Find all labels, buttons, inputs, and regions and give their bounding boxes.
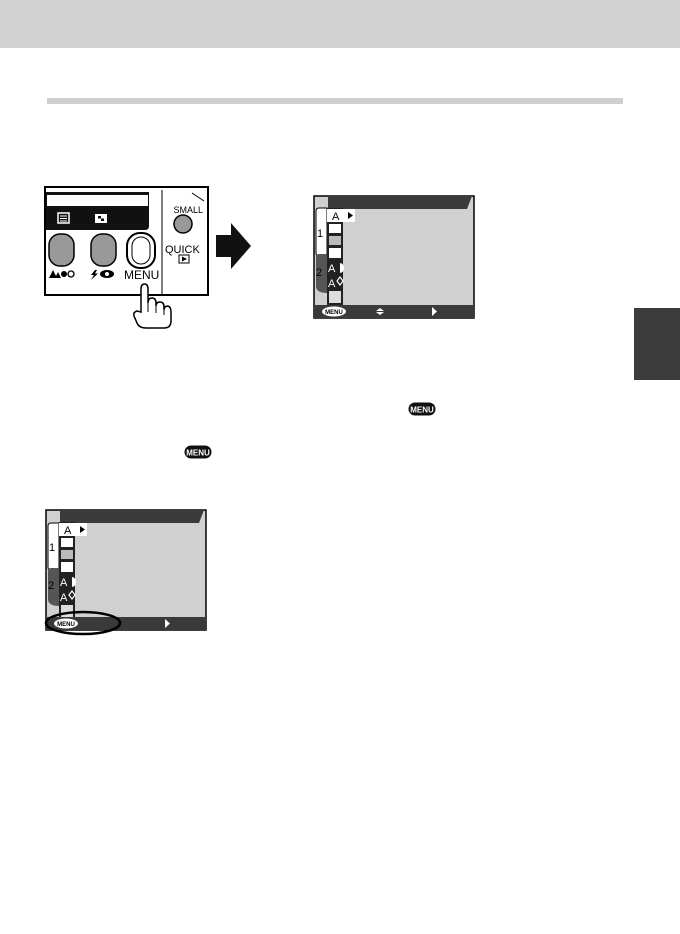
menu-inline-icon-2: MENU bbox=[184, 445, 212, 459]
section-rule bbox=[47, 98, 623, 104]
row-ao1-label: A bbox=[60, 577, 68, 589]
mode-button[interactable] bbox=[49, 234, 74, 266]
stripe-icon bbox=[329, 291, 341, 303]
row-a-label: A bbox=[332, 211, 340, 223]
svg-text:MENU: MENU bbox=[186, 449, 210, 458]
tab-2-label: 2 bbox=[316, 267, 322, 279]
menu-inline-icon-1: MENU bbox=[408, 402, 436, 416]
footer-menu-label: MENU bbox=[325, 310, 343, 316]
metering-icon bbox=[61, 538, 73, 547]
row-ao2-label: A bbox=[328, 278, 336, 290]
tab-1-label: 1 bbox=[317, 228, 323, 240]
flash-button[interactable] bbox=[91, 234, 116, 266]
row-ao2-label: A bbox=[60, 592, 68, 604]
row-ao1-label: A bbox=[328, 263, 336, 275]
menu-label: MENU bbox=[124, 268, 159, 282]
checker-icon bbox=[95, 214, 107, 223]
menu-screen-highlight-illustration: 1 2 A A A MENU bbox=[44, 508, 208, 640]
camera-back-illustration: SMALL QUICK MENU bbox=[44, 186, 210, 332]
small-label: SMALL bbox=[173, 205, 203, 215]
bss-icon bbox=[61, 562, 73, 572]
menu-screen-illustration: 1 2 A A A MENU bbox=[313, 195, 475, 319]
chapter-tab bbox=[634, 308, 680, 380]
s-icon bbox=[61, 550, 73, 559]
footer-menu-label: MENU bbox=[57, 622, 75, 628]
row-a-label: A bbox=[64, 525, 72, 537]
next-step-arrow bbox=[216, 223, 252, 269]
stripe-icon bbox=[61, 605, 73, 617]
s-icon bbox=[329, 236, 341, 245]
quick-label: QUICK bbox=[165, 244, 201, 256]
header-band bbox=[0, 0, 680, 48]
menu-button[interactable] bbox=[132, 237, 150, 264]
small-button[interactable] bbox=[174, 215, 192, 233]
tab-1-label: 1 bbox=[49, 542, 55, 554]
tab-2-label: 2 bbox=[48, 580, 54, 592]
metering-icon bbox=[329, 224, 341, 233]
svg-text:MENU: MENU bbox=[410, 406, 434, 415]
bss-icon bbox=[329, 248, 341, 258]
